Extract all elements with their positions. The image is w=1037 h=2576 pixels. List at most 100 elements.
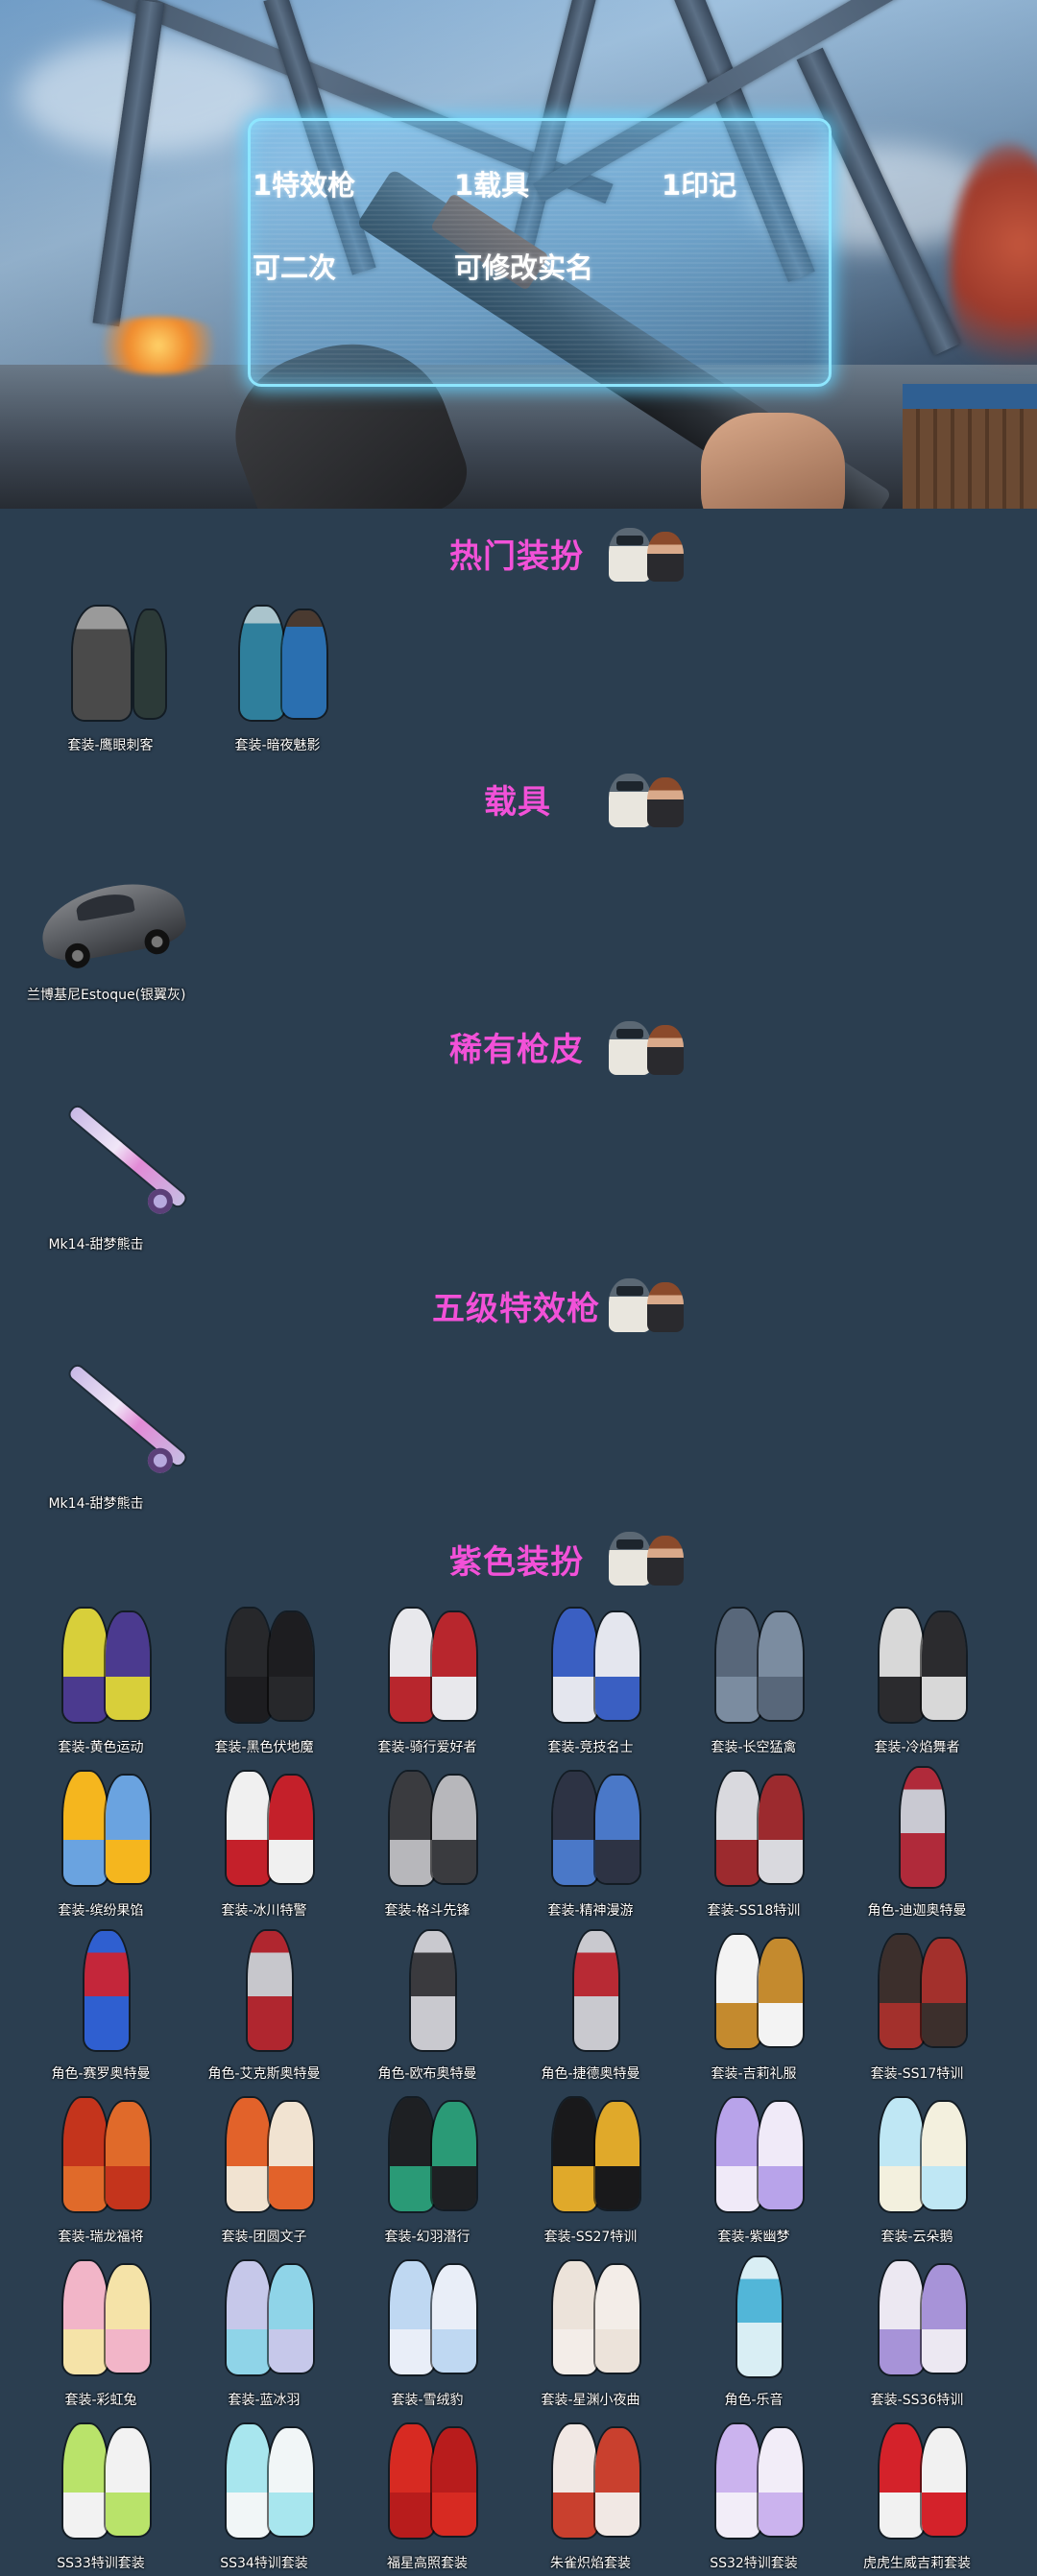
outfit-item[interactable]: 角色-艾克斯奥特曼 [182,1923,346,2087]
outfit-figure [922,1939,966,2046]
item-label: 套装-团圆文子 [221,2230,307,2245]
outfit-item[interactable]: 套装-吉莉礼服 [672,1923,835,2087]
outfit-figure [432,1612,476,1720]
outfit-item[interactable]: 套装-冰川特警 [182,1760,346,1923]
outfit-figure [390,2098,434,2211]
outfit-item[interactable]: 套装-星渊小夜曲 [509,2250,672,2413]
outfit-item[interactable]: 套装-暗夜魅影 [196,595,359,758]
gun-skin-item[interactable]: Mk14-甜梦熊击 [29,1353,192,1516]
outfit-item[interactable]: 角色-赛罗奥特曼 [19,1923,182,2087]
outfit-item[interactable]: 套装-格斗先锋 [346,1760,509,1923]
section-popular-outfits: 热门装扮 套装-鹰眼刺客 套装-暗夜魅影 [0,509,1037,758]
outfit-item[interactable]: 角色-乐音 [672,2250,835,2413]
outfit-figure [227,1772,271,1885]
outfit-thumbnail [701,2417,816,2541]
outfit-item[interactable]: 套装-SS36特训 [835,2250,999,2413]
character-figure [84,1931,129,2050]
item-label: 套装-长空猛禽 [711,1740,797,1755]
right-hand [701,413,845,509]
outfit-item[interactable]: 套装-长空猛禽 [672,1597,835,1760]
outfit-item[interactable]: 套装-鹰眼刺客 [29,595,192,758]
outfit-item[interactable]: 套装-彩虹兔 [19,2250,182,2413]
outfit-item[interactable]: 套装-团圆文子 [182,2087,346,2250]
outfit-item[interactable]: 虎虎生威吉莉套装 [835,2413,999,2576]
outfit-thumbnail [538,1601,653,1726]
hud-realname-change: 可修改实名 [454,251,594,284]
character-figure [901,1768,945,1887]
outfit-item[interactable]: 套装-蓝冰羽 [182,2250,346,2413]
outfit-item[interactable]: 套装-SS27特训 [509,2087,672,2250]
section-level5-effect-guns: 五级特效枪 Mk14-甜梦熊击 [0,1257,1037,1516]
item-label: 角色-赛罗奥特曼 [51,2066,151,2082]
outfit-item[interactable]: 福星高照套装 [346,2413,509,2576]
outfit-thumbnail [211,2254,326,2378]
item-label: SS34特训套装 [220,2556,308,2571]
outfit-thumbnail [538,1764,653,1889]
outfit-item[interactable]: SS32特训套装 [672,2413,835,2576]
item-label: 套装-冷焰舞者 [874,1740,960,1755]
outfit-figure [716,2098,760,2211]
outfit-item[interactable]: 套装-紫幽梦 [672,2087,835,2250]
outfit-item[interactable]: 套装-黑色伏地魔 [182,1597,346,1760]
hero-banner: 1特效枪 1载具 1印记 可二次 可修改实名 [0,0,1037,509]
item-label: 兰博基尼Estoque(银翼灰) [27,988,186,1003]
outfit-figure [880,2098,924,2211]
outfit-figure [63,1772,108,1885]
outfit-figure [759,1939,803,2046]
outfit-figure [269,2102,313,2209]
outfit-thumbnail [864,1601,979,1726]
hud-vehicle-count: 1载具 [454,169,530,202]
gun-skin-item[interactable]: Mk14-甜梦熊击 [29,1094,192,1257]
hud-effect-gun-count: 1特效枪 [253,169,356,202]
item-label: 套装-鹰眼刺客 [67,738,154,753]
item-label: 套装-SS27特训 [543,2230,638,2245]
outfit-item[interactable]: 套装-竞技名士 [509,1597,672,1760]
outfit-item[interactable]: 套装-精神漫游 [509,1760,672,1923]
item-label: 套装-紫幽梦 [717,2230,790,2245]
outfit-figure [63,2261,108,2374]
item-label: 套装-黄色运动 [58,1740,144,1755]
outfit-figure [716,1772,760,1885]
outfit-item[interactable]: 套装-雪绒豹 [346,2250,509,2413]
outfit-figure [716,1935,760,2048]
outfit-item[interactable]: 套装-缤纷果馅 [19,1760,182,1923]
item-label: 套装-精神漫游 [547,1903,634,1919]
outfit-item[interactable]: 套装-SS17特训 [835,1923,999,2087]
outfit-item[interactable]: 套装-瑞龙福将 [19,2087,182,2250]
vehicle-item[interactable]: 兰博基尼Estoque(银翼灰) [0,845,192,1008]
item-label: 套装-暗夜魅影 [234,738,321,753]
item-label: 套装-缤纷果馅 [58,1903,144,1919]
item-label: 套装-吉莉礼服 [711,2066,797,2082]
outfit-thumbnail [374,1764,490,1889]
outfit-item[interactable]: 角色-欧布奥特曼 [346,1923,509,2087]
outfit-thumbnail [374,1927,490,2052]
outfit-figure [227,2424,271,2538]
outfit-item[interactable]: 朱雀炽焰套装 [509,2413,672,2576]
outfit-item[interactable]: 角色-捷德奥特曼 [509,1923,672,2087]
outfit-item[interactable]: 套装-SS18特训 [672,1760,835,1923]
hud-info-panel: 1特效枪 1载具 1印记 可二次 可修改实名 [248,118,832,387]
outfit-thumbnail [58,599,173,724]
outfit-figure [432,1776,476,1883]
item-label: Mk14-甜梦熊击 [48,1237,144,1252]
outfit-thumbnail [374,2090,490,2215]
section-title: 紫色装扮 [449,1543,584,1582]
outfit-item[interactable]: SS33特训套装 [19,2413,182,2576]
section-rare-gun-skins: 稀有枪皮 Mk14-甜梦熊击 [0,1008,1037,1257]
outfit-figure [759,1776,803,1883]
outfit-thumbnail [864,1927,979,2052]
outfit-item[interactable]: 角色-迪迦奥特曼 [835,1760,999,1923]
outfit-item[interactable]: 套装-冷焰舞者 [835,1597,999,1760]
outfit-figure [106,2428,150,2536]
outfit-item[interactable]: 套装-云朵鹅 [835,2087,999,2250]
outfit-item[interactable]: SS34特训套装 [182,2413,346,2576]
outfit-figure [106,2102,150,2209]
outfit-item[interactable]: 套装-幻羽潜行 [346,2087,509,2250]
outfit-item[interactable]: 套装-黄色运动 [19,1597,182,1760]
outfit-item[interactable]: 套装-骑行爱好者 [346,1597,509,1760]
item-label: 套装-云朵鹅 [880,2230,953,2245]
item-label: 角色-欧布奥特曼 [377,2066,477,2082]
item-label: 套装-彩虹兔 [64,2393,137,2408]
outfit-thumbnail [538,2090,653,2215]
outfit-thumbnail [48,1601,163,1726]
